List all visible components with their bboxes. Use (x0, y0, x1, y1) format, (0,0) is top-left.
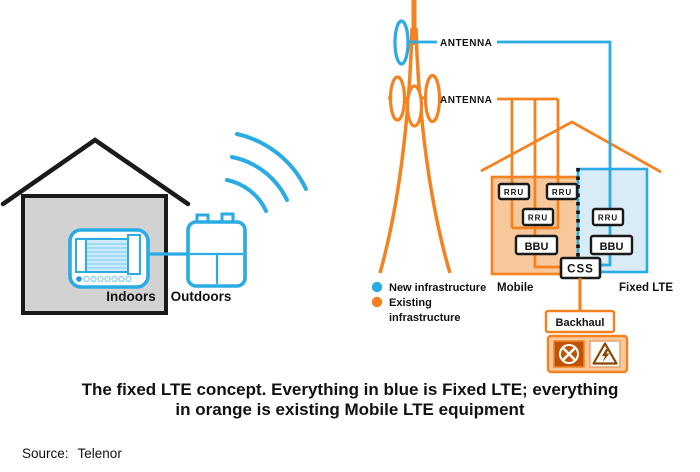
fan-unit-icon (553, 340, 585, 368)
mobile-section-label: Mobile (497, 282, 533, 294)
house-roof (0, 137, 191, 207)
high-voltage-icon (589, 340, 621, 368)
site-equipment-icons (546, 334, 629, 374)
rru-label-2: RRU (552, 188, 572, 197)
equipment-boxes: RRU RRU RRU RRU BBU BBU CSS (497, 182, 634, 280)
router-right-panel (127, 234, 141, 275)
legend-dot-existing (371, 296, 383, 308)
antenna-panel-blue (393, 19, 410, 66)
rru-label-1: RRU (504, 188, 524, 197)
tower-leg-right (414, 27, 452, 274)
tower-leg-left (378, 27, 414, 274)
backhaul-box (544, 309, 616, 334)
rru-label-4: RRU (598, 214, 618, 223)
signal-arc-inner (225, 178, 268, 213)
antenna-label-mid: ANTENNA (440, 95, 492, 106)
legend-new-label: New infrastructure (389, 282, 486, 294)
rru-box-4 (591, 207, 625, 227)
caption-line-2: in orange is existing Mobile LTE equipme… (175, 399, 525, 419)
fixed-lte-section-label: Fixed LTE (619, 282, 673, 294)
indoor-router (68, 228, 150, 289)
router-left-panel (75, 238, 87, 273)
bbu-box-mobile (514, 234, 559, 256)
router-screen-stripes (87, 243, 127, 269)
figure-caption: The fixed LTE concept. Everything in blu… (0, 380, 700, 419)
legend-existing-label-line2: infrastructure (389, 312, 461, 324)
source-value: Telenor (77, 446, 122, 461)
lte-diagram: Indoors Outdoors (0, 0, 673, 374)
rru-box-2 (545, 182, 579, 201)
source-label: Source: (22, 446, 69, 461)
signal-arc-outer (235, 132, 308, 191)
antenna-tower (378, 0, 452, 274)
rru-box-1 (497, 182, 531, 201)
css-label: CSS (567, 264, 594, 276)
signal-arc-middle (230, 155, 289, 202)
rru-box-3 (521, 207, 555, 227)
bbu-box-fixed (589, 234, 634, 256)
backhaul: Backhaul (544, 278, 616, 334)
backhaul-label: Backhaul (556, 317, 605, 329)
antenna-label-top: ANTENNA (440, 38, 492, 49)
outdoors-label: Outdoors (171, 289, 232, 304)
wifi-signal-arcs (225, 132, 308, 213)
blue-feeder-line (497, 40, 612, 267)
legend-dot-new (371, 281, 383, 293)
antenna-panel-orange-left (388, 75, 407, 122)
source-line: Source: Telenor (22, 446, 122, 461)
legend: New infrastructure Existing infrastructu… (371, 281, 486, 324)
station-roof (480, 120, 662, 174)
rru-label-3: RRU (528, 214, 548, 223)
base-station: RRU RRU RRU RRU BBU BBU CSS Mobile Fixed… (409, 38, 673, 294)
antenna-panel-orange-right (423, 73, 442, 124)
caption-line-1: The fixed LTE concept. Everything in blu… (81, 380, 619, 399)
house: Indoors Outdoors (0, 132, 308, 315)
bbu-label-mobile: BBU (525, 241, 549, 253)
router-led-row (76, 275, 132, 283)
legend-existing-label-line1: Existing (389, 297, 432, 309)
bbu-label-fixed: BBU (600, 241, 624, 253)
antenna-panel-orange-center (405, 84, 424, 128)
indoors-label: Indoors (106, 289, 156, 304)
orange-feeder-lines (497, 97, 562, 269)
outdoor-unit (186, 212, 247, 288)
